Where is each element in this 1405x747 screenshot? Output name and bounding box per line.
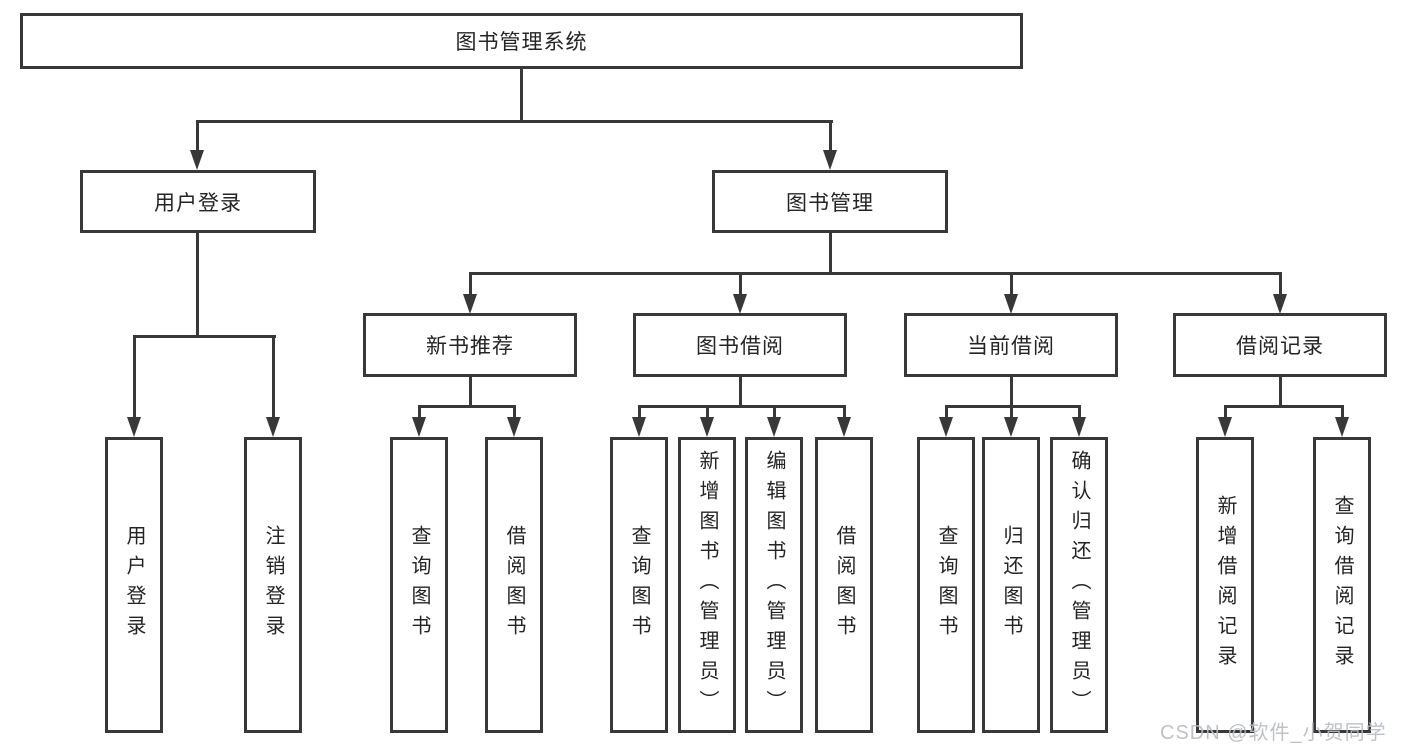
connector-line	[418, 405, 516, 408]
down-arrow-icon	[767, 417, 781, 437]
connector-line	[513, 405, 516, 420]
connector-line	[739, 377, 742, 408]
node-current-borrow: 当前借阅	[904, 313, 1118, 377]
node-query-books-recommend: 查询图书	[390, 437, 448, 733]
connector-line	[945, 405, 1081, 408]
node-query-books-current: 查询图书	[917, 437, 975, 733]
connector-line	[638, 405, 641, 420]
connector-line	[133, 335, 276, 338]
connector-line	[945, 405, 948, 420]
down-arrow-icon	[266, 417, 280, 437]
connector-line	[1010, 377, 1013, 408]
down-arrow-icon	[507, 417, 521, 437]
connector-line	[196, 120, 833, 123]
connector-line	[196, 120, 199, 152]
down-arrow-icon	[127, 417, 141, 437]
node-library-system: 图书管理系统	[20, 13, 1023, 69]
node-query-borrow-record: 查询借阅记录	[1313, 437, 1371, 733]
connector-line	[829, 233, 832, 275]
node-borrow-books-recommend: 借阅图书	[485, 437, 543, 733]
down-arrow-icon	[1335, 417, 1349, 437]
node-borrow-books: 借阅图书	[815, 437, 873, 733]
node-logout: 注销登录	[244, 437, 302, 733]
node-return-book: 归还图书	[982, 437, 1040, 733]
down-arrow-icon	[939, 417, 953, 437]
down-arrow-icon	[1072, 417, 1086, 437]
node-book-borrow: 图书借阅	[633, 313, 847, 377]
csdn-watermark: CSDN @软件_小贺同学	[1160, 722, 1387, 744]
node-add-borrow-record: 新增借阅记录	[1196, 437, 1254, 733]
down-arrow-icon	[632, 417, 646, 437]
down-arrow-icon	[837, 417, 851, 437]
connector-line	[469, 272, 472, 296]
connector-line	[1279, 272, 1282, 296]
connector-line	[1010, 272, 1013, 296]
node-new-book-recommend: 新书推荐	[363, 313, 577, 377]
connector-line	[1224, 405, 1344, 408]
connector-line	[469, 272, 1282, 275]
connector-line	[739, 272, 742, 296]
connector-line	[520, 69, 523, 120]
down-arrow-icon	[823, 150, 837, 170]
down-arrow-icon	[733, 294, 747, 314]
connector-line	[133, 335, 136, 419]
connector-line	[1279, 377, 1282, 408]
connector-line	[829, 120, 832, 152]
node-user-login: 用户登录	[80, 170, 316, 233]
connector-line	[843, 405, 846, 420]
connector-line	[469, 377, 472, 408]
down-arrow-icon	[1004, 417, 1018, 437]
node-user-login-leaf: 用户登录	[105, 437, 163, 733]
connector-line	[706, 405, 709, 420]
down-arrow-icon	[1004, 294, 1018, 314]
connector-line	[1341, 405, 1344, 420]
node-book-management: 图书管理	[712, 170, 948, 233]
down-arrow-icon	[412, 417, 426, 437]
down-arrow-icon	[190, 150, 204, 170]
down-arrow-icon	[1273, 294, 1287, 314]
node-query-books-borrow: 查询图书	[610, 437, 668, 733]
node-borrow-records: 借阅记录	[1173, 313, 1387, 377]
connector-line	[773, 405, 776, 420]
connector-line	[638, 405, 846, 408]
down-arrow-icon	[463, 294, 477, 314]
connector-line	[418, 405, 421, 420]
connector-line	[1224, 405, 1227, 420]
connector-line	[1010, 405, 1013, 420]
node-add-book-admin: 新增图书（管理员）	[678, 437, 736, 733]
down-arrow-icon	[700, 417, 714, 437]
node-confirm-return-admin: 确认归还（管理员）	[1050, 437, 1108, 733]
node-edit-book-admin: 编辑图书（管理员）	[745, 437, 803, 733]
connector-line	[196, 233, 199, 338]
connector-line	[272, 335, 275, 419]
down-arrow-icon	[1218, 417, 1232, 437]
connector-line	[1078, 405, 1081, 420]
